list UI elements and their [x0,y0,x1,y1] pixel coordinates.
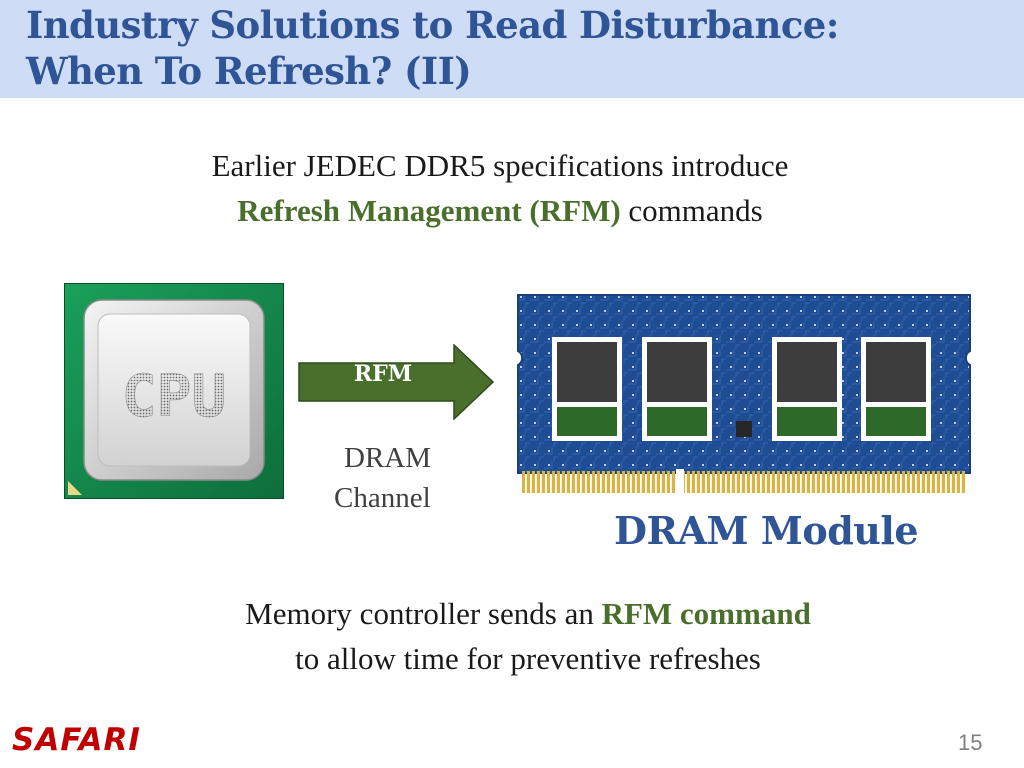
outro-line-2: to allow time for preventive refreshes [295,641,761,676]
memory-chip-2 [642,337,712,441]
dram-module-label: DRAM Module [614,508,919,553]
memory-chip-1 [552,337,622,441]
intro-line-1: Earlier JEDEC DDR5 specifications introd… [211,148,789,183]
page-number: 15 [958,730,983,755]
outro-line-1-pre: Memory controller sends an [245,596,602,631]
title-bar: Industry Solutions to Read Disturbance: … [0,0,1024,98]
slide-title-line-1: Industry Solutions to Read Disturbance: [26,3,839,47]
slide-title-line-2: When To Refresh? (II) [26,49,472,93]
intro-line-2-rest: commands [620,193,763,228]
outro-line-1: Memory controller sends an RFM command [0,592,1024,636]
rfm-arrow [298,344,494,420]
dram-channel-label-1: DRAM [344,442,432,474]
rfm-highlight: Refresh Management (RFM) [237,193,621,228]
intro-line-2: Refresh Management (RFM) commands [0,189,1000,233]
dram-channel-label-2: Channel [334,482,431,514]
dram-module-image [517,294,971,495]
safari-logo: SAFARI [12,722,141,758]
memory-chip-4 [861,337,931,441]
rfm-command-highlight: RFM command [601,596,811,631]
cpu-chip-label: CPU [122,362,227,430]
rfm-arrow-label: RFM [353,361,413,387]
cpu-chip: CPU [64,283,284,499]
memory-chip-3 [772,337,842,441]
